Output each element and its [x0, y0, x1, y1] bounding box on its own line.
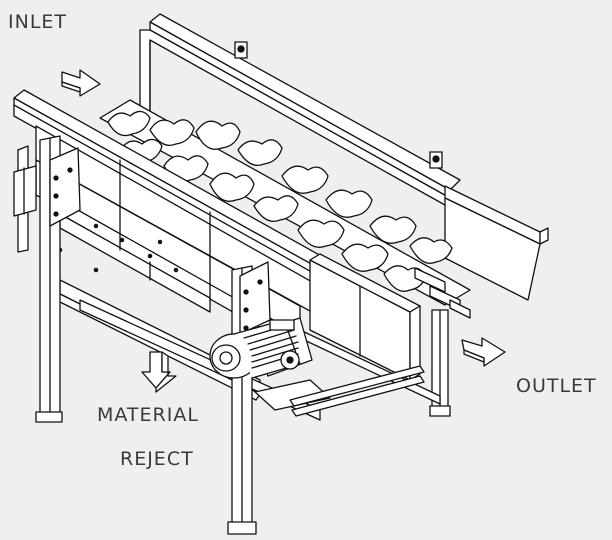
disc-screen-rotors [99, 99, 471, 319]
lifting-lug [429, 151, 443, 169]
reject-down-arrow-icon [141, 351, 177, 393]
reject-chute-rail [55, 279, 331, 421]
rotor-row [107, 110, 453, 264]
outlet-label: OUTLET [516, 375, 597, 397]
rotor-row [119, 138, 427, 292]
side-bracket [13, 165, 37, 217]
front-left-leg [35, 135, 81, 423]
inlet-flow-arrow-icon [61, 69, 101, 97]
drive-motor [209, 317, 313, 379]
rear-right-leg [429, 309, 451, 417]
material-label: MATERIAL [97, 404, 199, 426]
rear-side-panel [139, 13, 549, 301]
lifting-lug [234, 41, 248, 59]
outlet-flow-arrow-icon [461, 337, 506, 367]
bottom-cross-brace [289, 365, 425, 417]
inlet-label: INLET [8, 11, 68, 33]
reject-label: REJECT [120, 448, 194, 470]
